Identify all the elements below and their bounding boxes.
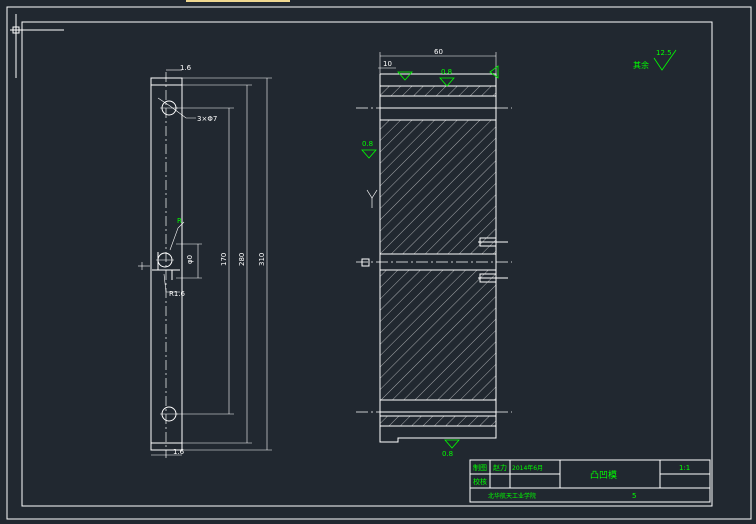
section-dim-top: 60 (434, 48, 443, 56)
general-roughness-label: 其余 (633, 60, 649, 70)
title-row1-col3: 2014年6月 (512, 464, 543, 472)
left-dim-mid: 280 (238, 253, 246, 266)
left-radius-note: R (177, 217, 182, 225)
left-hole-callout: 3×Φ7 (197, 115, 217, 123)
roughness-symbol (653, 49, 677, 71)
left-view-labels: 1.6 3×Φ7 φ0 R1.6 1.6 170 280 310 (169, 64, 266, 456)
section-view-labels: 60 10 Y 0.8 0.8 0.8 (362, 48, 453, 458)
title-part-name: 凸凹模 (590, 470, 617, 481)
general-roughness-value: 12.5 (656, 49, 672, 57)
left-dim-outer: 310 (258, 253, 266, 266)
sheet-border (6, 6, 752, 520)
left-dim-bottom: 1.6 (173, 448, 185, 456)
ucs-icon (10, 14, 64, 78)
title-school: 北华航天工业学院 (488, 492, 536, 500)
general-roughness: 其余 12.5 (633, 49, 677, 71)
top-accent-bar (186, 0, 290, 2)
title-row1-col1: 制图 (473, 463, 487, 472)
surface-finish-top: 0.8 (441, 68, 452, 76)
title-block (469, 459, 711, 503)
section-view (356, 52, 512, 449)
surface-finish-bottom: 0.8 (442, 450, 453, 458)
title-sheet: 5 (632, 492, 636, 500)
title-block-text: 制图 赵力 2014年6月 凸凹模 1:1 校核 北华航天工业学院 5 (473, 463, 690, 500)
title-row1-col2: 赵力 (493, 463, 507, 472)
left-dim-inner: 170 (220, 253, 228, 266)
surface-finish-left: 0.8 (362, 140, 373, 148)
left-step-dim: R1.6 (169, 290, 186, 298)
title-row2-col1: 校核 (473, 477, 487, 486)
section-dim-left: 10 (383, 60, 392, 68)
left-dim-top: 1.6 (180, 64, 192, 72)
left-view (138, 69, 272, 458)
left-side-dim: φ0 (186, 255, 194, 264)
title-scale: 1:1 (679, 464, 690, 472)
